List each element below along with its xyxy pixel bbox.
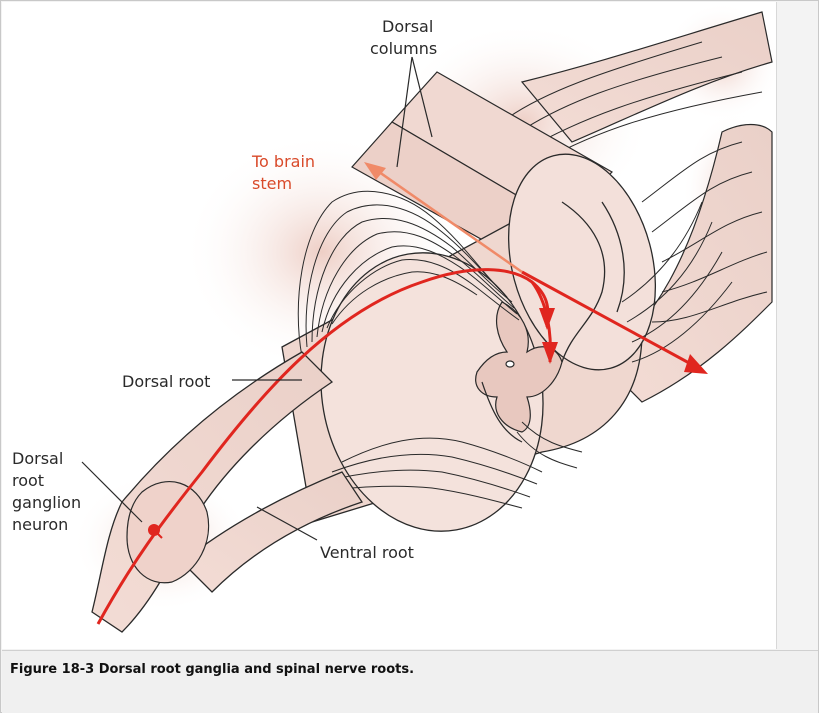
figure-caption: Figure 18-3 Dorsal root ganglia and spin… — [10, 662, 414, 677]
figure-cell: Dorsal columns To brain stem Dorsal root… — [2, 2, 777, 649]
label-dorsal-root: Dorsal root — [122, 372, 210, 391]
label-drg-line3: ganglion — [12, 493, 81, 512]
spinal-cord-diagram: Dorsal columns To brain stem Dorsal root… — [2, 2, 776, 649]
label-to-brain-stem-line2: stem — [252, 174, 292, 193]
label-drg-line4: neuron — [12, 515, 68, 534]
label-ventral-root: Ventral root — [320, 543, 414, 562]
label-to-brain-stem-line1: To brain — [251, 152, 315, 171]
label-drg-line1: Dorsal — [12, 449, 63, 468]
right-margin-strip — [777, 2, 818, 649]
label-drg-line2: root — [12, 471, 44, 490]
caption-row: Figure 18-3 Dorsal root ganglia and spin… — [2, 650, 818, 713]
label-dorsal-columns-line2: columns — [370, 39, 437, 58]
label-dorsal-columns-line1: Dorsal — [382, 17, 433, 36]
